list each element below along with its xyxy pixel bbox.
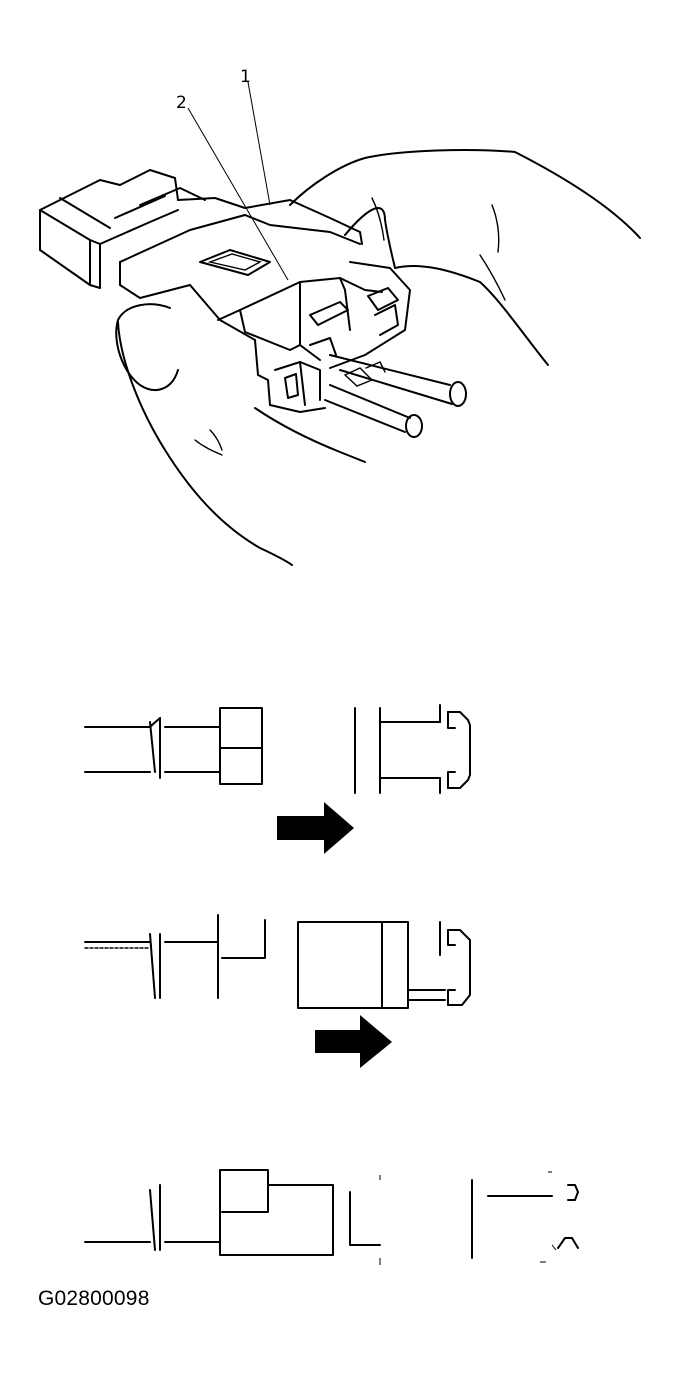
connector-illustration: 1 2 xyxy=(39,67,641,1265)
callout-1-leader xyxy=(247,81,271,206)
arrow-right-icon xyxy=(277,802,354,854)
hand-icon xyxy=(115,149,641,566)
connector-icon xyxy=(39,169,467,438)
step-1-diagram xyxy=(84,704,471,854)
step-2-diagram xyxy=(84,914,471,1068)
arrow-right-icon xyxy=(315,1015,392,1068)
callout-2-leader xyxy=(187,107,289,281)
step-3-diagram xyxy=(84,1169,579,1265)
callout-2: 2 xyxy=(176,93,187,113)
figure-code: G02800098 xyxy=(38,1287,150,1310)
hand-holding-connector: 1 2 xyxy=(39,67,641,566)
callout-1: 1 xyxy=(240,67,251,87)
